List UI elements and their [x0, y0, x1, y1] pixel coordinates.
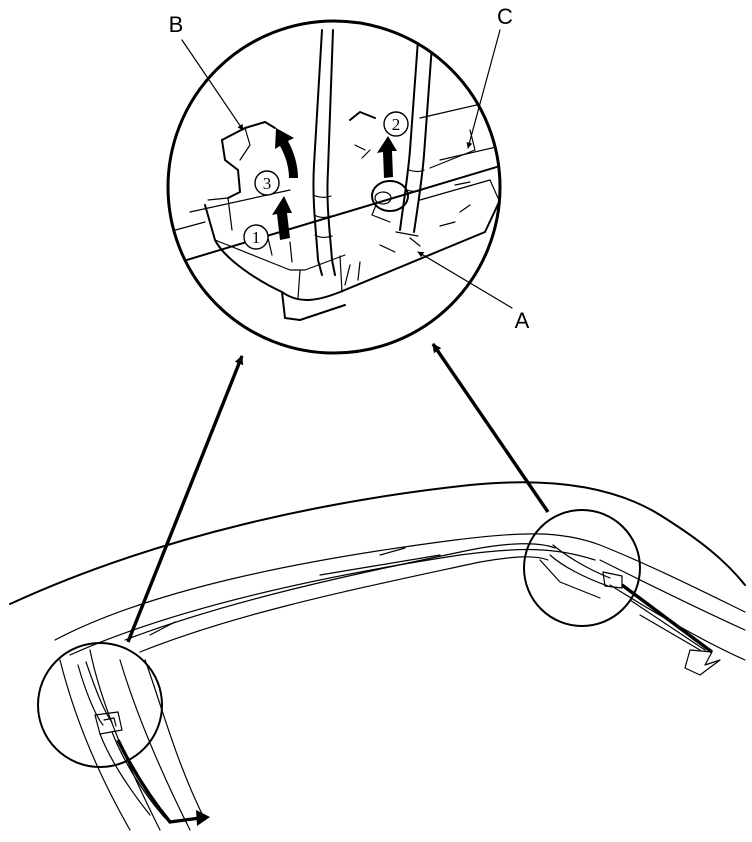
right-drain-tube [620, 583, 714, 654]
callout-c-label: C [497, 4, 513, 29]
left-to-zoom-arrow [126, 355, 244, 643]
step-3-number: 3 [263, 174, 272, 193]
zoom-circle [166, 19, 502, 355]
step-2-number: 2 [392, 115, 401, 134]
step-2-marker: 2 [383, 111, 409, 137]
left-tube-arrow-icon [196, 810, 210, 826]
callout-a-label: A [515, 308, 530, 333]
callout-b-leader [181, 39, 244, 131]
left-drain-tube [116, 739, 201, 824]
left-detail-circle [37, 642, 166, 819]
callout-a-leader [417, 251, 513, 309]
right-to-zoom-arrow [431, 343, 550, 513]
step-3-marker: 3 [254, 170, 280, 196]
step-1-number: 1 [252, 228, 261, 247]
step-2-arrow-icon [377, 136, 397, 178]
right-tube-arrow-icon [684, 649, 721, 676]
callout-c-leader [466, 29, 501, 149]
roof-panel [9, 481, 746, 831]
callout-b-label: B [169, 12, 184, 37]
step-3-arrow-icon [275, 128, 298, 178]
step-1-arrow-icon [272, 196, 292, 240]
step-arrows [272, 128, 397, 240]
right-detail-circle [523, 509, 641, 627]
step-1-marker: 1 [243, 224, 269, 250]
